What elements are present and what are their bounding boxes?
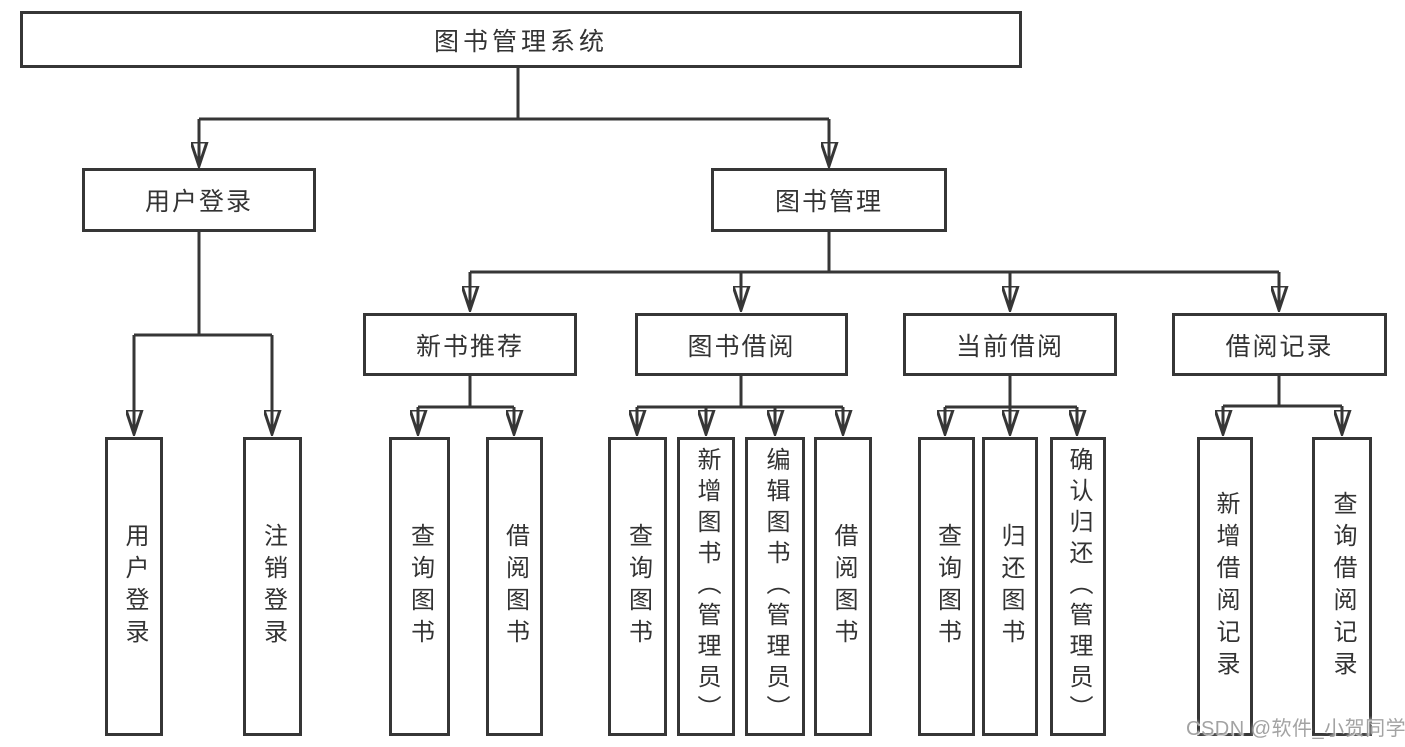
leaf-cb-confirm-return-admin: 确认归还（管理员） (1050, 437, 1106, 736)
leaf-br-add-record: 新增借阅记录 (1197, 437, 1253, 736)
leaf-user-login: 用户登录 (105, 437, 163, 736)
leaf-cb-return-books: 归还图书 (982, 437, 1038, 736)
node-current-borrowing: 当前借阅 (903, 313, 1117, 376)
leaf-bb-query-books: 查询图书 (608, 437, 667, 736)
node-new-book-recommend: 新书推荐 (363, 313, 577, 376)
leaf-nbr-borrow-books: 借阅图书 (486, 437, 543, 736)
leaf-bb-edit-books-admin: 编辑图书（管理员） (745, 437, 805, 736)
leaf-cb-query-books: 查询图书 (918, 437, 975, 736)
leaf-nbr-query-books: 查询图书 (389, 437, 450, 736)
node-borrowing-records: 借阅记录 (1172, 313, 1387, 376)
leaf-logout: 注销登录 (243, 437, 302, 736)
leaf-br-query-record: 查询借阅记录 (1312, 437, 1372, 736)
watermark-text: CSDN @软件_小贺同学 (1186, 718, 1405, 740)
node-root-book-management-system: 图书管理系统 (20, 11, 1022, 68)
leaf-bb-add-books-admin: 新增图书（管理员） (677, 437, 735, 736)
node-book-management: 图书管理 (711, 168, 947, 232)
leaf-bb-borrow-books: 借阅图书 (814, 437, 872, 736)
node-book-borrowing: 图书借阅 (635, 313, 848, 376)
node-user-login: 用户登录 (82, 168, 316, 232)
